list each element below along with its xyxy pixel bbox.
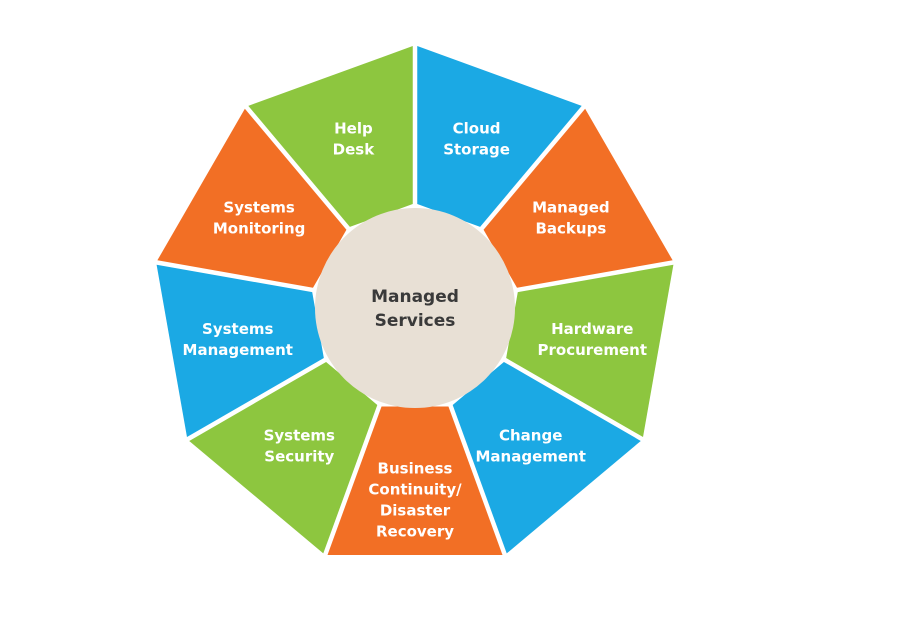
segment-change-management	[452, 361, 641, 554]
center-circle	[315, 208, 515, 408]
segment-help-desk	[248, 46, 413, 227]
segment-hardware-procurement	[506, 264, 674, 438]
segment-systems-security	[189, 361, 378, 554]
segment-cloud-storage	[417, 46, 582, 227]
segment-systems-management	[156, 264, 324, 438]
segment-managed-backups	[483, 108, 673, 288]
segment-business-continuity	[327, 406, 503, 555]
segment-systems-monitoring	[157, 108, 347, 288]
